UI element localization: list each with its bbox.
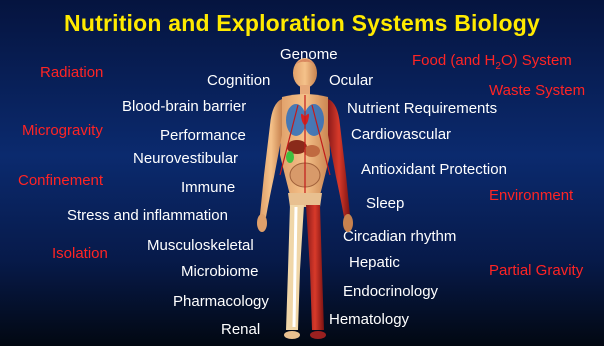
hazard-radiation: Radiation — [40, 64, 103, 81]
slide-title: Nutrition and Exploration Systems Biolog… — [0, 10, 604, 37]
label-sleep: Sleep — [366, 195, 404, 212]
left-hand-shape — [257, 214, 267, 232]
hazard-microgravity: Microgravity — [22, 122, 103, 139]
hazard-confinement: Confinement — [18, 172, 103, 189]
head-shape — [293, 58, 317, 88]
neck-shape — [300, 85, 310, 95]
label-stress-inflammation: Stress and inflammation — [67, 207, 228, 224]
right-leg-shape — [306, 205, 324, 330]
label-immune: Immune — [181, 179, 235, 196]
right-foot-shape — [310, 331, 326, 339]
pelvis-shape — [288, 193, 322, 207]
label-antioxidant-protection: Antioxidant Protection — [361, 161, 507, 178]
left-arm-shape — [260, 99, 282, 217]
left-foot-shape — [284, 331, 300, 339]
right-arm-shape — [328, 99, 350, 217]
anatomy-body-figure — [250, 55, 360, 345]
label-microbiome: Microbiome — [181, 263, 259, 280]
gallbladder-shape — [286, 151, 294, 163]
right-hand-shape — [343, 214, 353, 232]
label-musculoskeletal: Musculoskeletal — [147, 237, 254, 254]
stomach-shape — [304, 145, 320, 157]
system-waste: Waste System — [489, 82, 585, 99]
left-femur-shape — [294, 207, 296, 327]
label-cardiovascular: Cardiovascular — [351, 126, 451, 143]
system-partial-gravity: Partial Gravity — [489, 262, 583, 279]
label-circadian-rhythm: Circadian rhythm — [343, 228, 456, 245]
system-environment: Environment — [489, 187, 573, 204]
hazard-isolation: Isolation — [52, 245, 108, 262]
system-food-prefix: Food (and H — [412, 52, 495, 69]
label-performance: Performance — [160, 127, 246, 144]
system-food-suffix: O) System — [501, 52, 572, 69]
label-nutrient-requirements: Nutrient Requirements — [347, 100, 497, 117]
label-neurovestibular: Neurovestibular — [133, 150, 238, 167]
label-blood-brain-barrier: Blood-brain barrier — [122, 98, 246, 115]
system-food-water: Food (and H2O) System — [412, 52, 572, 72]
